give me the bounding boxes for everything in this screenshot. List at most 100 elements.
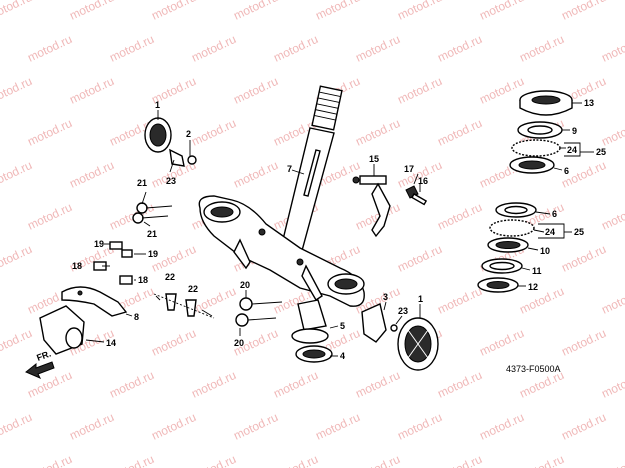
label-2: 2 bbox=[186, 129, 191, 139]
watermark-text: motod.ru bbox=[353, 116, 402, 149]
bolts-22 bbox=[153, 293, 215, 319]
watermark-text: motod.ru bbox=[189, 32, 238, 65]
watermark-text: motod.ru bbox=[599, 116, 625, 149]
cap-upper bbox=[144, 117, 197, 167]
watermark-text: motod.ru bbox=[395, 0, 444, 23]
watermark-text: motod.ru bbox=[0, 74, 34, 107]
bolts-19 bbox=[109, 241, 133, 258]
watermark-text: motod.ru bbox=[435, 452, 484, 468]
label-18-right: 18 bbox=[138, 275, 148, 285]
callout-labels: 1 2 23 7 15 17 16 13 9 24 25 6 6 24 25 1… bbox=[35, 98, 606, 374]
watermark-text: motod.ru bbox=[25, 200, 74, 233]
watermark-text: motod.ru bbox=[559, 410, 608, 443]
watermark-text: motod.ru bbox=[395, 242, 444, 275]
label-14: 14 bbox=[106, 338, 116, 348]
label-11: 11 bbox=[532, 266, 542, 276]
watermark-text: motod.ru bbox=[231, 0, 280, 23]
watermark-text: motod.ru bbox=[435, 200, 484, 233]
watermark-text: motod.ru bbox=[599, 200, 625, 233]
bearing-stack-bottom bbox=[477, 202, 537, 293]
label-22-left: 22 bbox=[165, 272, 175, 282]
bracket-8 bbox=[61, 286, 128, 317]
watermark-text: motod.ru bbox=[477, 326, 526, 359]
watermark-text: motod.ru bbox=[0, 242, 34, 275]
label-21-lower: 21 bbox=[147, 229, 157, 239]
cap-lower bbox=[397, 317, 439, 371]
watermark-text: motod.ru bbox=[107, 200, 156, 233]
front-direction-arrow bbox=[25, 361, 55, 379]
label-8: 8 bbox=[134, 312, 139, 322]
watermark-text: motod.ru bbox=[395, 410, 444, 443]
watermark-text: motod.ru bbox=[25, 116, 74, 149]
watermark-text: motod.ru bbox=[231, 410, 280, 443]
watermark-text: motod.ru bbox=[313, 0, 362, 23]
watermark-text: motod.ru bbox=[231, 74, 280, 107]
watermark-text: motod.ru bbox=[271, 32, 320, 65]
watermark-text: motod.ru bbox=[67, 158, 116, 191]
watermark-text: motod.ru bbox=[477, 410, 526, 443]
bracket-3 bbox=[361, 303, 398, 343]
watermark-text: motod.ru bbox=[149, 410, 198, 443]
rings-4-5 bbox=[291, 299, 333, 363]
label-23-lower: 23 bbox=[398, 306, 408, 316]
label-1-cap-upper: 1 bbox=[155, 100, 160, 110]
watermark-text: motod.ru bbox=[353, 32, 402, 65]
watermark-text: motod.ru bbox=[189, 368, 238, 401]
watermark-text: motod.ru bbox=[0, 410, 34, 443]
label-23-upper: 23 bbox=[166, 176, 176, 186]
watermark-text: motod.ru bbox=[189, 452, 238, 468]
watermark-text: motod.ru bbox=[149, 326, 198, 359]
part-15 bbox=[352, 175, 391, 238]
diagram-code: 4373-F0500A bbox=[506, 364, 561, 374]
label-25-upper: 25 bbox=[596, 147, 606, 157]
watermark-text: motod.ru bbox=[67, 74, 116, 107]
label-1-cap-lower: 1 bbox=[418, 294, 423, 304]
watermark-text: motod.ru bbox=[271, 452, 320, 468]
watermark-text: motod.ru bbox=[67, 410, 116, 443]
watermark-text: motod.ru bbox=[25, 32, 74, 65]
watermark-text: motod.ru bbox=[477, 74, 526, 107]
label-18-left: 18 bbox=[72, 261, 82, 271]
watermark-text: motod.ru bbox=[231, 158, 280, 191]
label-12: 12 bbox=[528, 282, 538, 292]
watermark-text: motod.ru bbox=[189, 116, 238, 149]
watermark-text: motod.ru bbox=[559, 0, 608, 23]
bolts-21 bbox=[132, 202, 173, 224]
label-15: 15 bbox=[369, 154, 379, 164]
watermark-text: motod.ru bbox=[599, 452, 625, 468]
watermark-text: motod.ru bbox=[599, 368, 625, 401]
watermark-text: motod.ru bbox=[0, 158, 34, 191]
steering-stem bbox=[279, 85, 343, 259]
watermark-text: motod.ru bbox=[149, 0, 198, 23]
leader-lines bbox=[85, 102, 594, 357]
watermark-text: motod.ru bbox=[313, 410, 362, 443]
label-5: 5 bbox=[340, 321, 345, 331]
watermark-text: motod.ru bbox=[353, 452, 402, 468]
watermark-text: motod.ru bbox=[395, 74, 444, 107]
bolt-16-17 bbox=[405, 185, 428, 206]
watermark-text: motod.ru bbox=[25, 452, 74, 468]
label-19-right: 19 bbox=[148, 249, 158, 259]
label-24-upper: 24 bbox=[567, 145, 577, 155]
watermark-text: motod.ru bbox=[559, 326, 608, 359]
label-20-upper: 20 bbox=[240, 280, 250, 290]
bearing-stack-top bbox=[509, 90, 573, 174]
watermark-text: motod.ru bbox=[0, 326, 34, 359]
direction-label: FR. bbox=[35, 349, 52, 363]
watermark-text: motod.ru bbox=[435, 32, 484, 65]
label-20-lower: 20 bbox=[234, 338, 244, 348]
label-17: 17 bbox=[404, 164, 414, 174]
label-21-upper: 21 bbox=[137, 178, 147, 188]
label-10: 10 bbox=[540, 246, 550, 256]
bolts-18 bbox=[93, 261, 133, 285]
watermark-text: motod.ru bbox=[107, 368, 156, 401]
watermark-text: motod.ru bbox=[517, 452, 566, 468]
label-6-lower: 6 bbox=[552, 209, 557, 219]
bolts-20 bbox=[235, 297, 283, 327]
part-14 bbox=[39, 305, 85, 355]
watermark-text: motod.ru bbox=[435, 284, 484, 317]
watermark-text: motod.ru bbox=[271, 368, 320, 401]
label-3: 3 bbox=[383, 292, 388, 302]
